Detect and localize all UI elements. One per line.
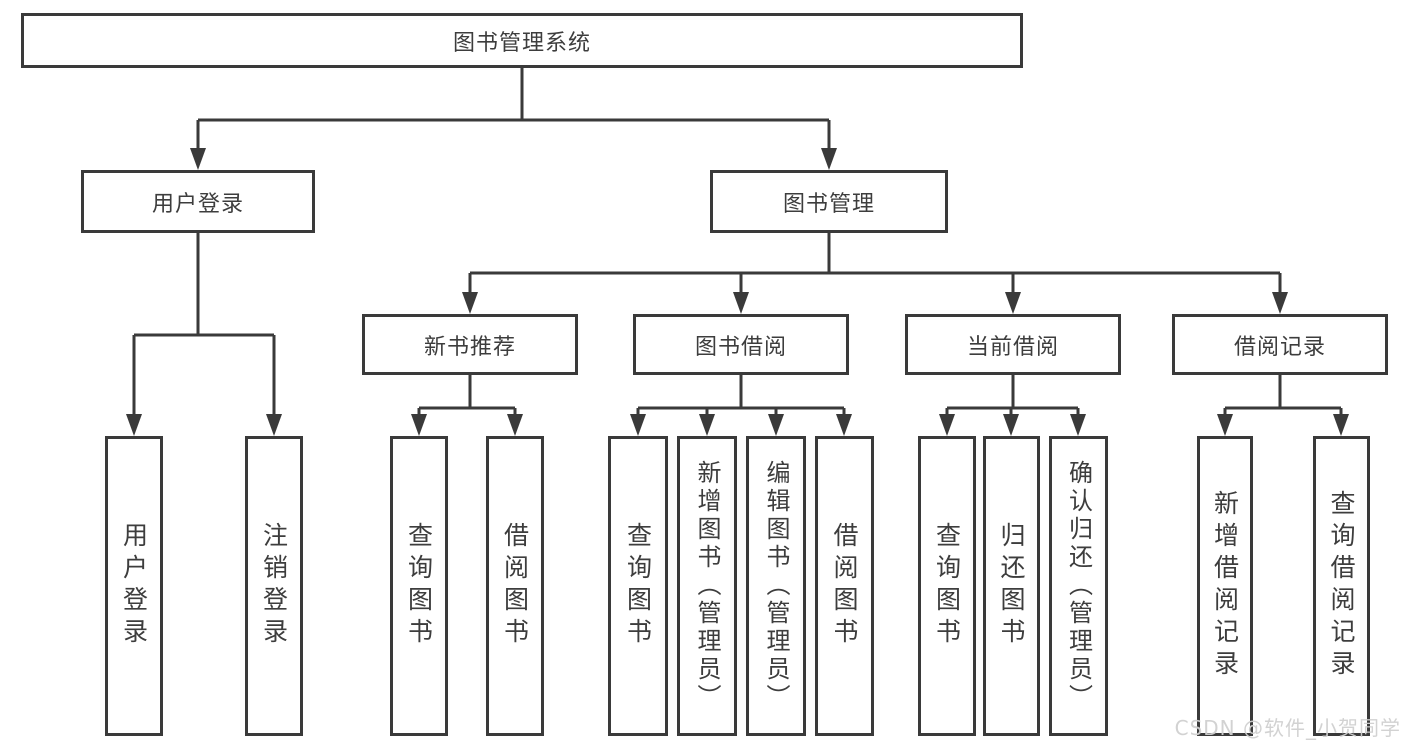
- node-label: 借阅记录: [1233, 334, 1326, 360]
- node-root-system: 图书管理系统: [21, 13, 1023, 68]
- node-label: 当前借阅: [966, 334, 1059, 360]
- leaf-query-book-3: 查询图书: [918, 436, 976, 736]
- watermark: CSDN @软件_小贺同学: [1174, 716, 1401, 740]
- connector-borrow-record-fork: [1217, 375, 1349, 436]
- node-label: 用户登录: [151, 191, 244, 217]
- leaf-query-book-2: 查询图书: [608, 436, 668, 736]
- node-label: 图书管理: [782, 191, 875, 217]
- node-label: 编辑图书（管理员）: [762, 460, 790, 712]
- leaf-logout: 注销登录: [245, 436, 303, 736]
- leaf-add-book-admin: 新增图书（管理员）: [677, 436, 737, 736]
- node-label: 查询图书: [623, 522, 653, 650]
- node-label: 查询图书: [932, 522, 962, 650]
- node-label: 用户登录: [119, 522, 149, 650]
- node-label: 图书借阅: [694, 334, 787, 360]
- connector-current-borrow-fork: [939, 375, 1086, 436]
- node-label: 注销登录: [259, 522, 289, 650]
- node-label: 新增借阅记录: [1210, 490, 1240, 682]
- node-book-management: 图书管理: [710, 170, 948, 233]
- node-label: 确认归还（管理员）: [1064, 460, 1093, 712]
- node-label: 查询图书: [404, 522, 434, 650]
- node-new-book-recommend: 新书推荐: [362, 314, 578, 375]
- leaf-query-book-1: 查询图书: [390, 436, 448, 736]
- node-label: 图书管理系统: [452, 30, 591, 56]
- node-current-borrow: 当前借阅: [905, 314, 1121, 375]
- connector-user-login-fork: [126, 233, 282, 436]
- connector-root-fork: [190, 68, 837, 170]
- node-book-borrow: 图书借阅: [633, 314, 849, 375]
- node-label: 归还图书: [997, 522, 1026, 650]
- node-label: 新书推荐: [423, 334, 516, 360]
- leaf-borrow-book-1: 借阅图书: [486, 436, 544, 736]
- node-label: 查询借阅记录: [1327, 490, 1356, 682]
- connector-book-management-fork: [462, 233, 1288, 314]
- node-borrow-record: 借阅记录: [1172, 314, 1388, 375]
- leaf-query-borrow-record: 查询借阅记录: [1313, 436, 1370, 736]
- connector-book-borrow-fork: [630, 375, 852, 436]
- leaf-confirm-return-admin: 确认归还（管理员）: [1049, 436, 1108, 736]
- node-user-login: 用户登录: [81, 170, 315, 233]
- connector-new-book-fork: [411, 375, 523, 436]
- node-label: 借阅图书: [500, 522, 530, 650]
- leaf-add-borrow-record: 新增借阅记录: [1197, 436, 1253, 736]
- leaf-return-book: 归还图书: [983, 436, 1040, 736]
- leaf-edit-book-admin: 编辑图书（管理员）: [746, 436, 806, 736]
- node-label: 新增图书（管理员）: [693, 460, 721, 712]
- node-label: 借阅图书: [830, 522, 859, 650]
- leaf-borrow-book-2: 借阅图书: [815, 436, 874, 736]
- leaf-user-login: 用户登录: [105, 436, 163, 736]
